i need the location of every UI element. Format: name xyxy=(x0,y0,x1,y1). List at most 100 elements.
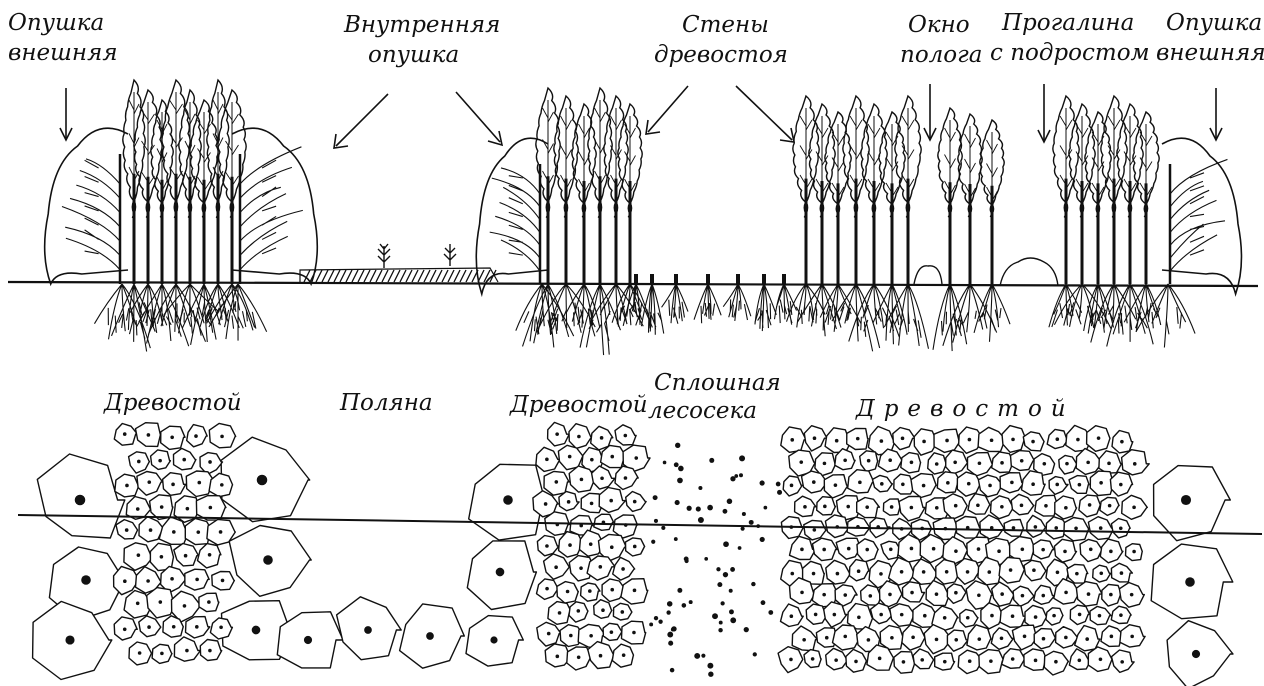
grass-hatch-line xyxy=(448,270,454,282)
crown-plan xyxy=(1122,450,1150,475)
crown-plan xyxy=(1102,584,1122,606)
crown-plan xyxy=(622,621,646,644)
crown-plan xyxy=(781,427,806,452)
grass-hatch-line xyxy=(436,270,442,282)
crown-plan xyxy=(150,495,173,520)
crown-plan xyxy=(979,650,1004,674)
crown-plan xyxy=(1033,540,1054,559)
grass-hatch-line xyxy=(400,270,406,282)
crown-plan xyxy=(548,422,570,446)
crown-plan xyxy=(1111,606,1131,623)
crown-plan xyxy=(847,429,869,450)
crown-plan xyxy=(1027,515,1046,537)
crown-plan xyxy=(826,648,848,670)
grass-hatch-line xyxy=(334,270,340,282)
crown-plan xyxy=(1000,605,1026,627)
crown-plan xyxy=(200,640,221,661)
crown-plan xyxy=(601,445,626,467)
crown-plan xyxy=(1126,544,1143,561)
crown-plan xyxy=(196,496,226,520)
crown-plan xyxy=(783,476,802,496)
crown-plan xyxy=(901,453,921,473)
crown-plan xyxy=(544,554,570,579)
grass-hatch-line xyxy=(352,270,358,282)
crown-plan xyxy=(536,447,560,471)
crown-plan xyxy=(1070,605,1089,624)
crown-plan xyxy=(928,453,947,474)
arrow-stand-wall-1 xyxy=(646,86,688,134)
clearcut-stumps xyxy=(649,443,782,677)
crown-plan xyxy=(1000,473,1024,493)
crown-plan xyxy=(1111,563,1132,582)
crown-plan xyxy=(792,626,817,651)
crown-plan xyxy=(174,637,200,661)
crown-plan xyxy=(1112,650,1135,672)
crown-plan xyxy=(813,538,838,560)
crown-plan xyxy=(129,452,150,473)
crown-plan xyxy=(947,584,966,604)
grass-hatch-line xyxy=(316,270,322,282)
crown-plan xyxy=(612,644,633,667)
crown-plan xyxy=(978,475,1003,497)
crown-plan xyxy=(1044,651,1068,675)
crown-plan xyxy=(137,472,163,496)
edge-crown-plan xyxy=(37,454,125,538)
grass-hatch-line xyxy=(454,270,460,282)
grass-hatch-line xyxy=(442,270,448,282)
crown-plan xyxy=(626,492,646,512)
arrow-outer-edge-right xyxy=(1210,88,1222,140)
arrow-canopy-window xyxy=(924,84,936,140)
grass-hatch-line xyxy=(460,270,466,282)
crown-plan xyxy=(1034,629,1056,649)
crown-plan xyxy=(902,625,925,650)
crown-plan xyxy=(890,604,915,627)
crown-plan xyxy=(569,424,592,449)
crown-plan xyxy=(592,466,615,489)
crown-plan xyxy=(1079,495,1100,517)
crown-plan xyxy=(116,520,138,539)
crown-plan xyxy=(991,496,1014,519)
crown-plan xyxy=(913,649,934,669)
crown-plan xyxy=(139,616,161,637)
crown-plan xyxy=(581,583,600,601)
crown-plan xyxy=(557,582,578,604)
crown-plan xyxy=(795,496,816,516)
edge-crown-plan xyxy=(221,437,310,522)
crown-plan xyxy=(613,557,635,580)
crown-plan xyxy=(588,642,614,669)
crown-plan xyxy=(115,474,139,497)
crown-plan xyxy=(991,628,1013,649)
label-outer-edge-left: Опушка внешняя xyxy=(8,10,118,66)
label-stand-2: Древостой xyxy=(509,392,648,418)
grass-hatch-line xyxy=(322,270,328,282)
crown-plan xyxy=(967,625,991,650)
crown-plan xyxy=(1090,606,1111,624)
crown-plan xyxy=(1059,455,1077,474)
crown-plan xyxy=(848,470,874,493)
crown-plan xyxy=(968,453,994,476)
tree xyxy=(974,120,1010,342)
crown-plan xyxy=(804,520,826,540)
tree xyxy=(523,88,569,346)
grass-hatch-line xyxy=(358,270,364,282)
crown-plan xyxy=(1034,585,1055,604)
crown-plan xyxy=(1093,565,1111,582)
crown-plan xyxy=(1013,586,1034,606)
crown-plan xyxy=(1099,451,1122,473)
crown-plan xyxy=(1112,431,1133,453)
crown-plan xyxy=(1047,429,1068,448)
crown-plan xyxy=(136,423,161,447)
crown-plan xyxy=(1024,560,1046,581)
meadow-seedling xyxy=(378,244,456,268)
crown-plan xyxy=(151,450,171,470)
ground-line xyxy=(8,282,1258,286)
crown-plan xyxy=(594,600,612,619)
crown-plan xyxy=(1076,582,1102,607)
crown-plan xyxy=(804,426,827,451)
grass-hatch-line xyxy=(388,270,394,282)
arrow-stand-wall-2 xyxy=(736,86,794,142)
crown-plan xyxy=(1080,539,1102,561)
label-stand-3: Древостой xyxy=(855,396,1075,422)
crown-plan xyxy=(114,617,137,640)
